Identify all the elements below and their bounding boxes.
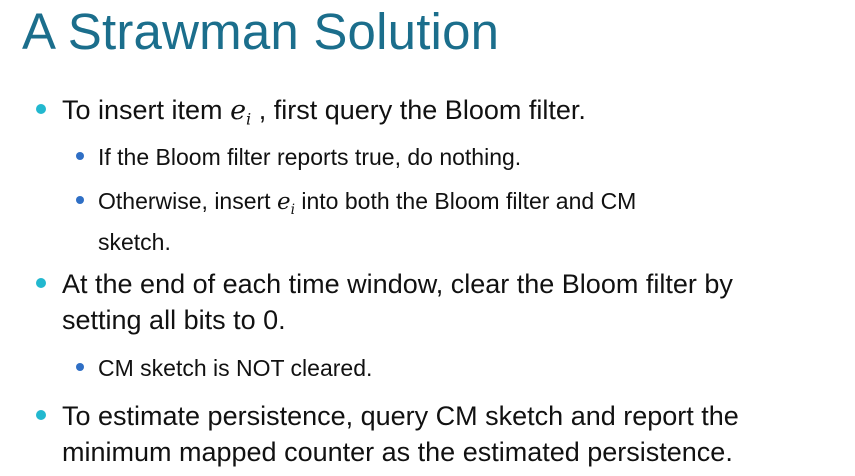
sub-bullet-otherwise: Otherwise, insert ei into both the Bloom… (76, 185, 637, 258)
bullet-end-of-window: At the end of each time window, clear th… (36, 266, 733, 338)
sub-bullet-text: If the Bloom filter reports true, do not… (98, 144, 522, 170)
bullet-text-continued: minimum mapped counter as the estimated … (62, 437, 733, 467)
sub-bullet-reports-true: If the Bloom filter reports true, do not… (76, 141, 522, 173)
bullet-dot-icon (36, 410, 46, 420)
sub-bullet-text-continued: sketch. (98, 228, 171, 255)
sub-bullet-text: CM sketch is NOT cleared. (98, 355, 373, 381)
sub-bullet-dot-icon (76, 152, 84, 160)
slide-title: A Strawman Solution (22, 3, 500, 60)
sub-bullet-dot-icon (76, 196, 84, 204)
bullet-text-continued: setting all bits to 0. (62, 305, 286, 335)
bullet-dot-icon (36, 278, 46, 288)
math-variable: ei (230, 95, 252, 129)
sub-bullet-text: Otherwise, insert (98, 188, 277, 214)
math-variable: ei (276, 189, 295, 218)
bullet-dot-icon (36, 104, 46, 114)
bullet-text: At the end of each time window, clear th… (62, 269, 733, 299)
sub-bullet-text: into both the Bloom filter and CM (295, 188, 637, 214)
bullet-text: , first query the Bloom filter. (251, 95, 586, 125)
bullet-insert-item: To insert item ei , first query the Bloo… (36, 92, 586, 138)
bullet-text: To insert item (62, 95, 231, 125)
sub-bullet-dot-icon (76, 363, 84, 371)
bullet-estimate-persistence: To estimate persistence, query CM sketch… (36, 398, 739, 470)
bullet-text: To estimate persistence, query CM sketch… (62, 401, 739, 431)
sub-bullet-cm-not-cleared: CM sketch is NOT cleared. (76, 352, 373, 384)
